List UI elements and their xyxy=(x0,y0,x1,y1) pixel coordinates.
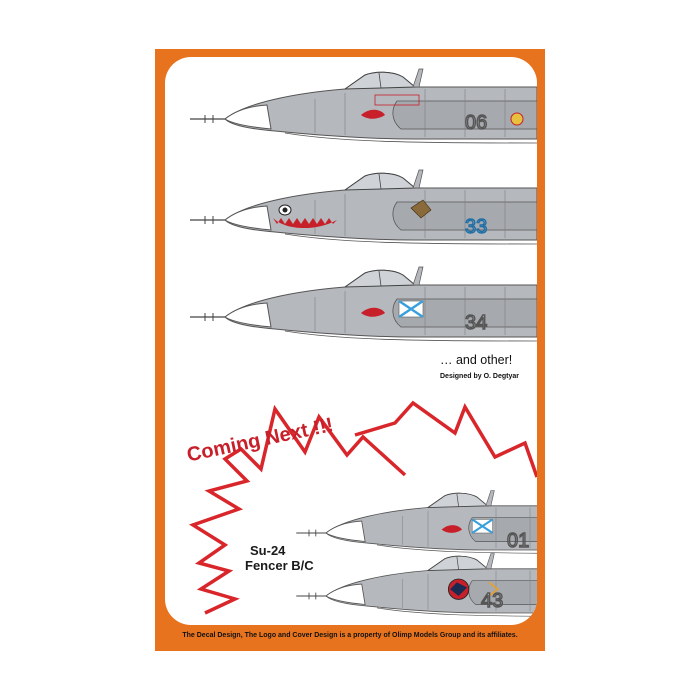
aircraft-4-code: 01 xyxy=(507,530,529,552)
copyright-footer: The Decal Design, The Logo and Cover Des… xyxy=(182,632,518,639)
zigzag-burst-top xyxy=(354,400,537,478)
aircraft-3-profile xyxy=(189,266,537,342)
aircraft-2-code: 33 xyxy=(465,216,487,238)
aircraft-4-profile xyxy=(295,489,537,554)
designer-credit: Designed by O. Degtyar xyxy=(440,373,519,380)
and-other-caption: … and other! xyxy=(440,353,513,367)
zigzag-burst-left xyxy=(188,404,407,615)
aircraft-3-code: 34 xyxy=(465,312,487,334)
aircraft-2-profile xyxy=(189,169,537,245)
decal-panel: 06 33 34 xyxy=(165,57,537,625)
aircraft-1-code: 06 xyxy=(465,112,487,134)
preview-name-label: Fencer B/C xyxy=(245,558,314,573)
aircraft-5-code: 43 xyxy=(481,590,503,612)
aircraft-1-profile xyxy=(189,68,537,144)
aircraft-illustrations: 06 33 34 xyxy=(188,68,537,617)
aircraft-5-profile xyxy=(295,552,537,617)
decal-sheet: 06 33 34 xyxy=(155,49,545,651)
preview-model-label: Su-24 xyxy=(250,543,286,558)
